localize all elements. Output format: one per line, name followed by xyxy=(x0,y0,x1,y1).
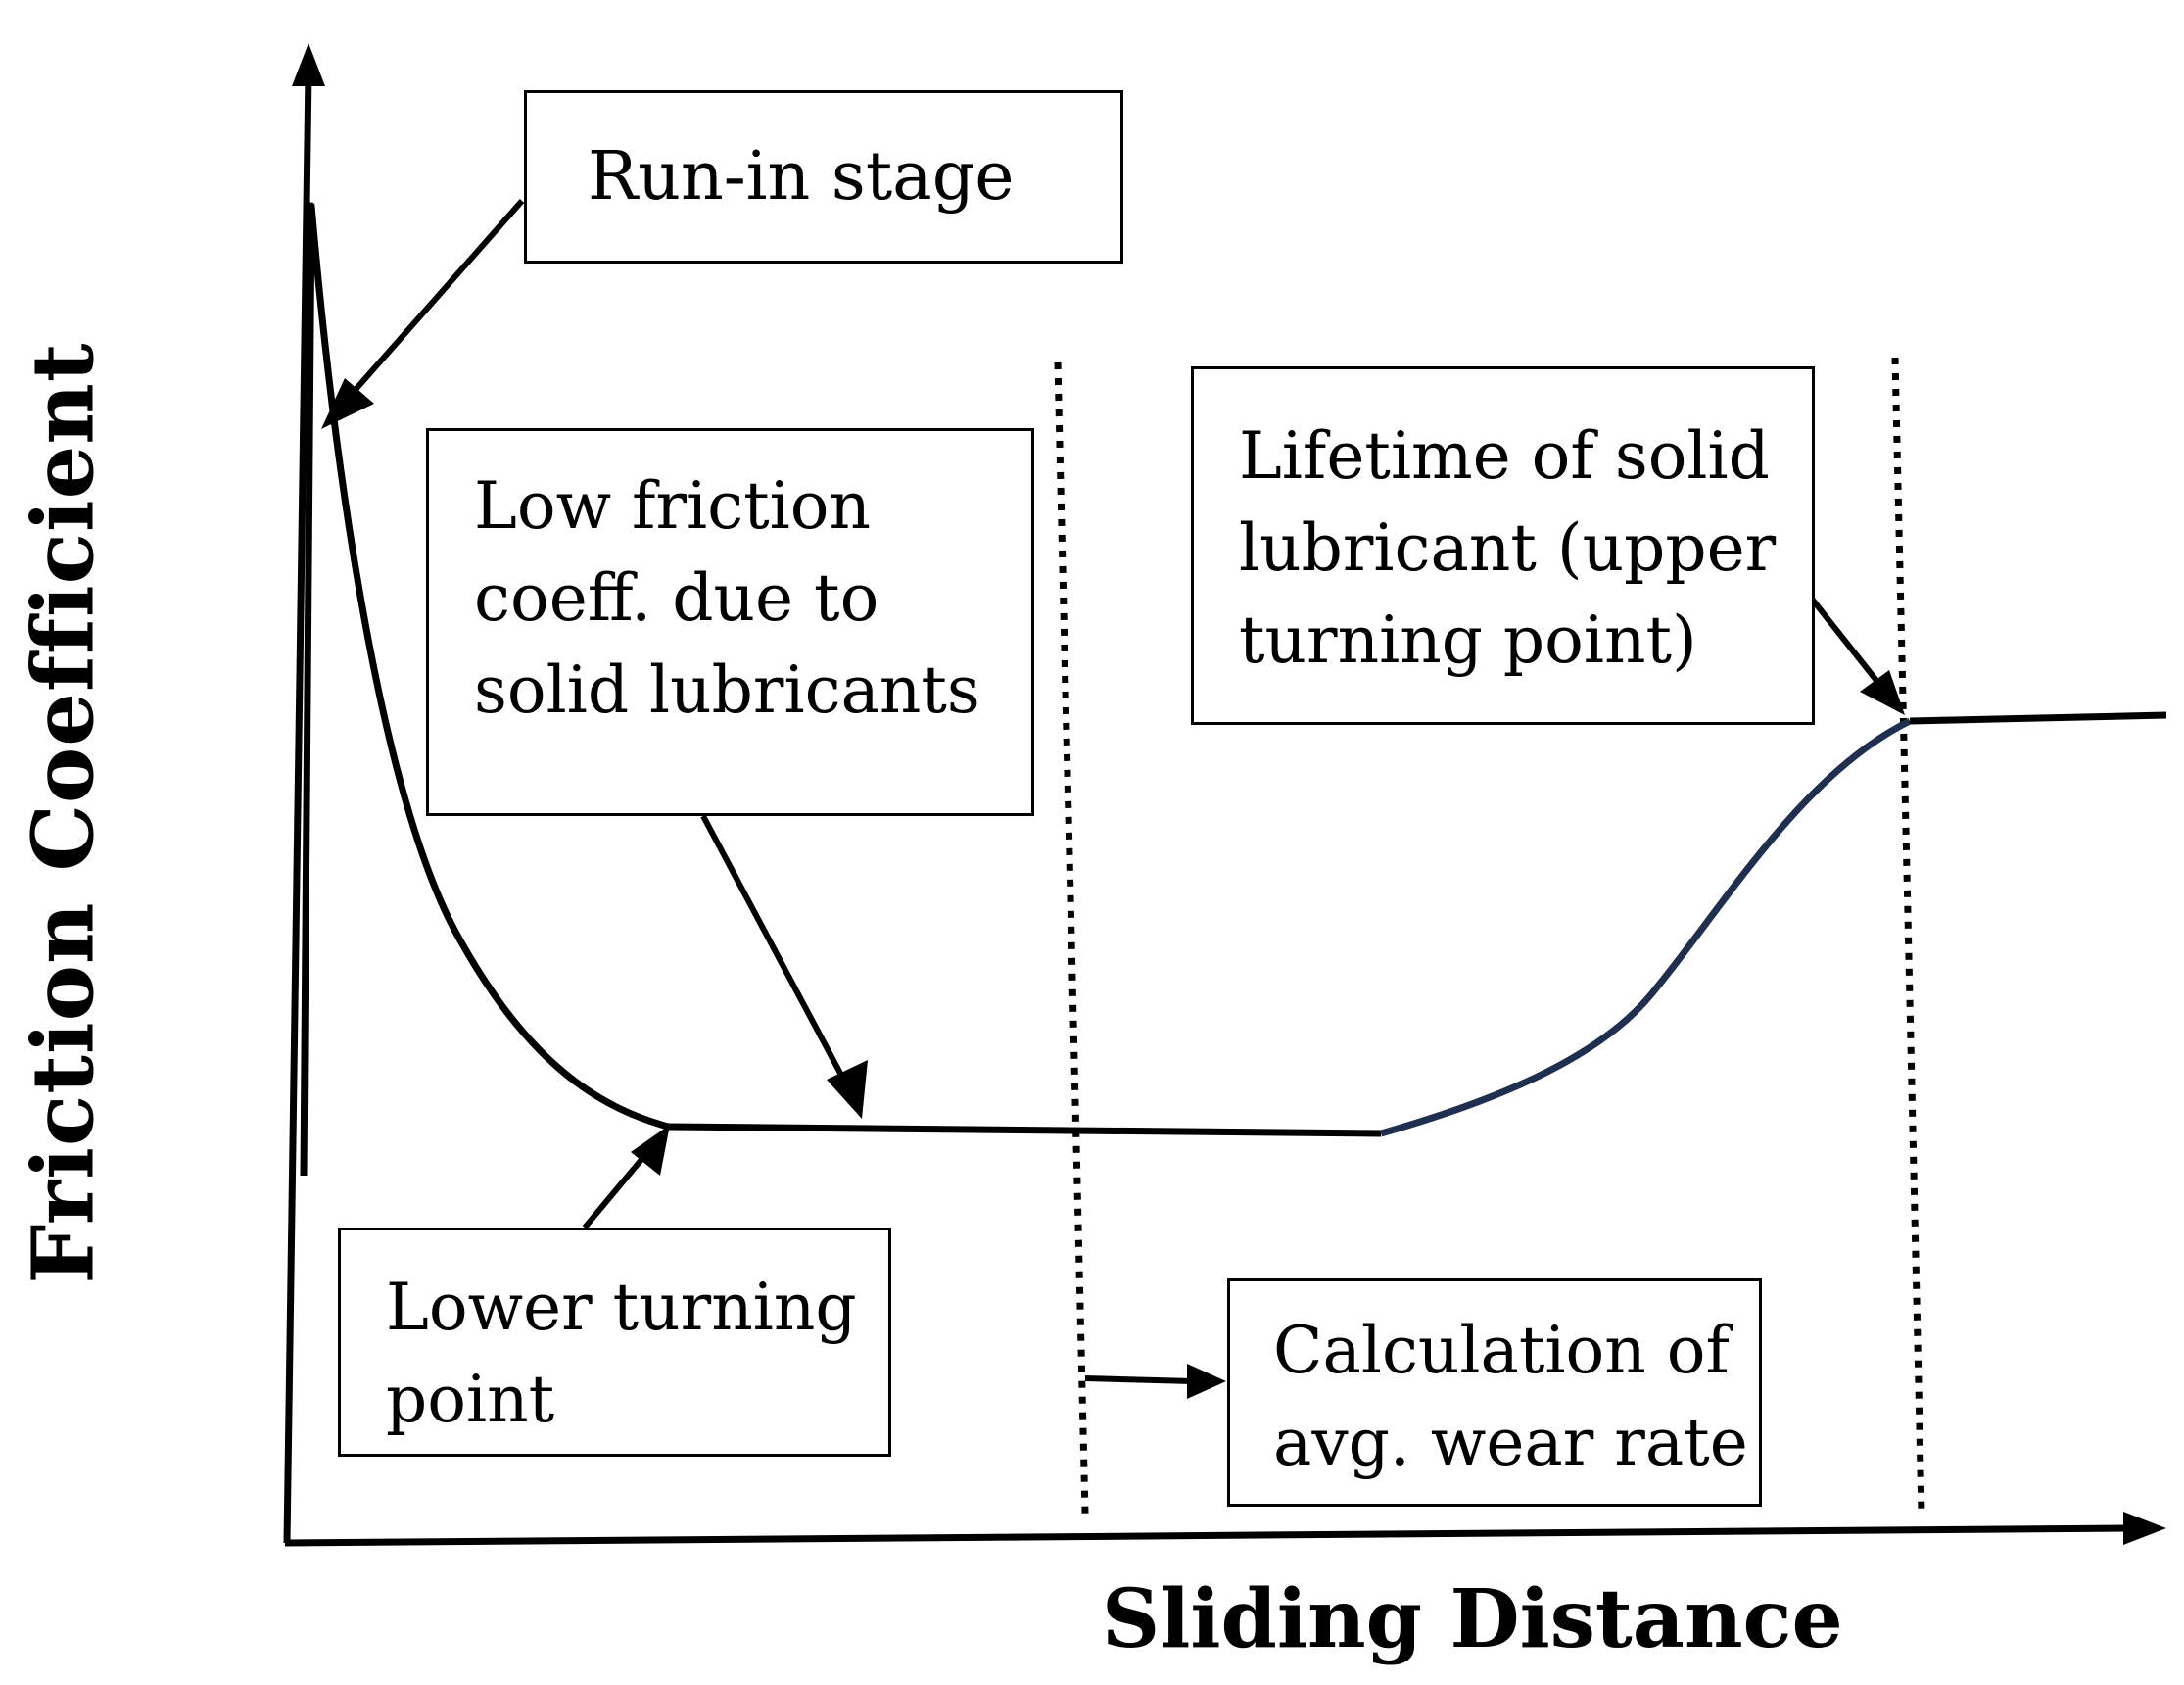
lifetime-box: Lifetime of solid lubricant (upper turni… xyxy=(1191,366,1815,725)
lower-turning-box: Lower turning point xyxy=(338,1228,891,1457)
y-axis-title: Friction Coefficient xyxy=(14,342,114,1284)
rising-curve xyxy=(1380,717,1912,1137)
arrow-run-in-head xyxy=(321,378,374,429)
arrow-calculation-head xyxy=(1187,1364,1226,1399)
x-axis-title: Sliding Distance xyxy=(1102,1572,1843,1666)
calculation-box: Calculation of avg. wear rate xyxy=(1227,1278,1762,1507)
upper-plateau-line xyxy=(1909,711,2167,725)
low-friction-line-3: solid lubricants xyxy=(474,652,980,728)
calculation-line-2: avg. wear rate xyxy=(1273,1405,1748,1480)
run-in-stage-box: Run-in stage xyxy=(524,90,1123,264)
low-friction-line-2: coeff. due to xyxy=(474,560,879,636)
lifetime-line-2: lubricant (upper xyxy=(1239,510,1777,586)
low-friction-line-1: Low friction xyxy=(474,468,871,544)
dotted-separator-right xyxy=(1891,357,1925,1515)
dotted-separator-left xyxy=(1054,361,1089,1515)
x-axis-line xyxy=(284,1524,2126,1547)
arrow-lower-turning-head xyxy=(631,1125,670,1176)
arrow-low-friction xyxy=(700,814,855,1097)
x-axis-arrowhead xyxy=(2123,1512,2166,1545)
y-axis-line xyxy=(283,72,312,1544)
arrow-lifetime xyxy=(1804,591,1888,694)
calculation-line-1: Calculation of xyxy=(1273,1313,1730,1388)
y-axis-arrowhead xyxy=(292,43,325,86)
low-friction-box: Low friction coeff. due to solid lubrica… xyxy=(426,428,1034,816)
lower-turning-line-1: Lower turning xyxy=(386,1270,857,1345)
arrow-run-in xyxy=(328,199,525,419)
steady-state-line xyxy=(667,1123,1382,1137)
lower-turning-line-2: point xyxy=(386,1362,555,1437)
lifetime-line-1: Lifetime of solid xyxy=(1239,418,1770,494)
axes xyxy=(283,43,2166,1547)
arrow-low-friction-head xyxy=(827,1060,868,1119)
lifetime-line-3: turning point) xyxy=(1239,602,1697,678)
annotation-arrows xyxy=(321,199,1905,1399)
arrow-calculation xyxy=(1084,1375,1194,1384)
arrow-lifetime-head xyxy=(1860,670,1905,715)
run-in-stage-line-1: Run-in stage xyxy=(588,138,1015,216)
